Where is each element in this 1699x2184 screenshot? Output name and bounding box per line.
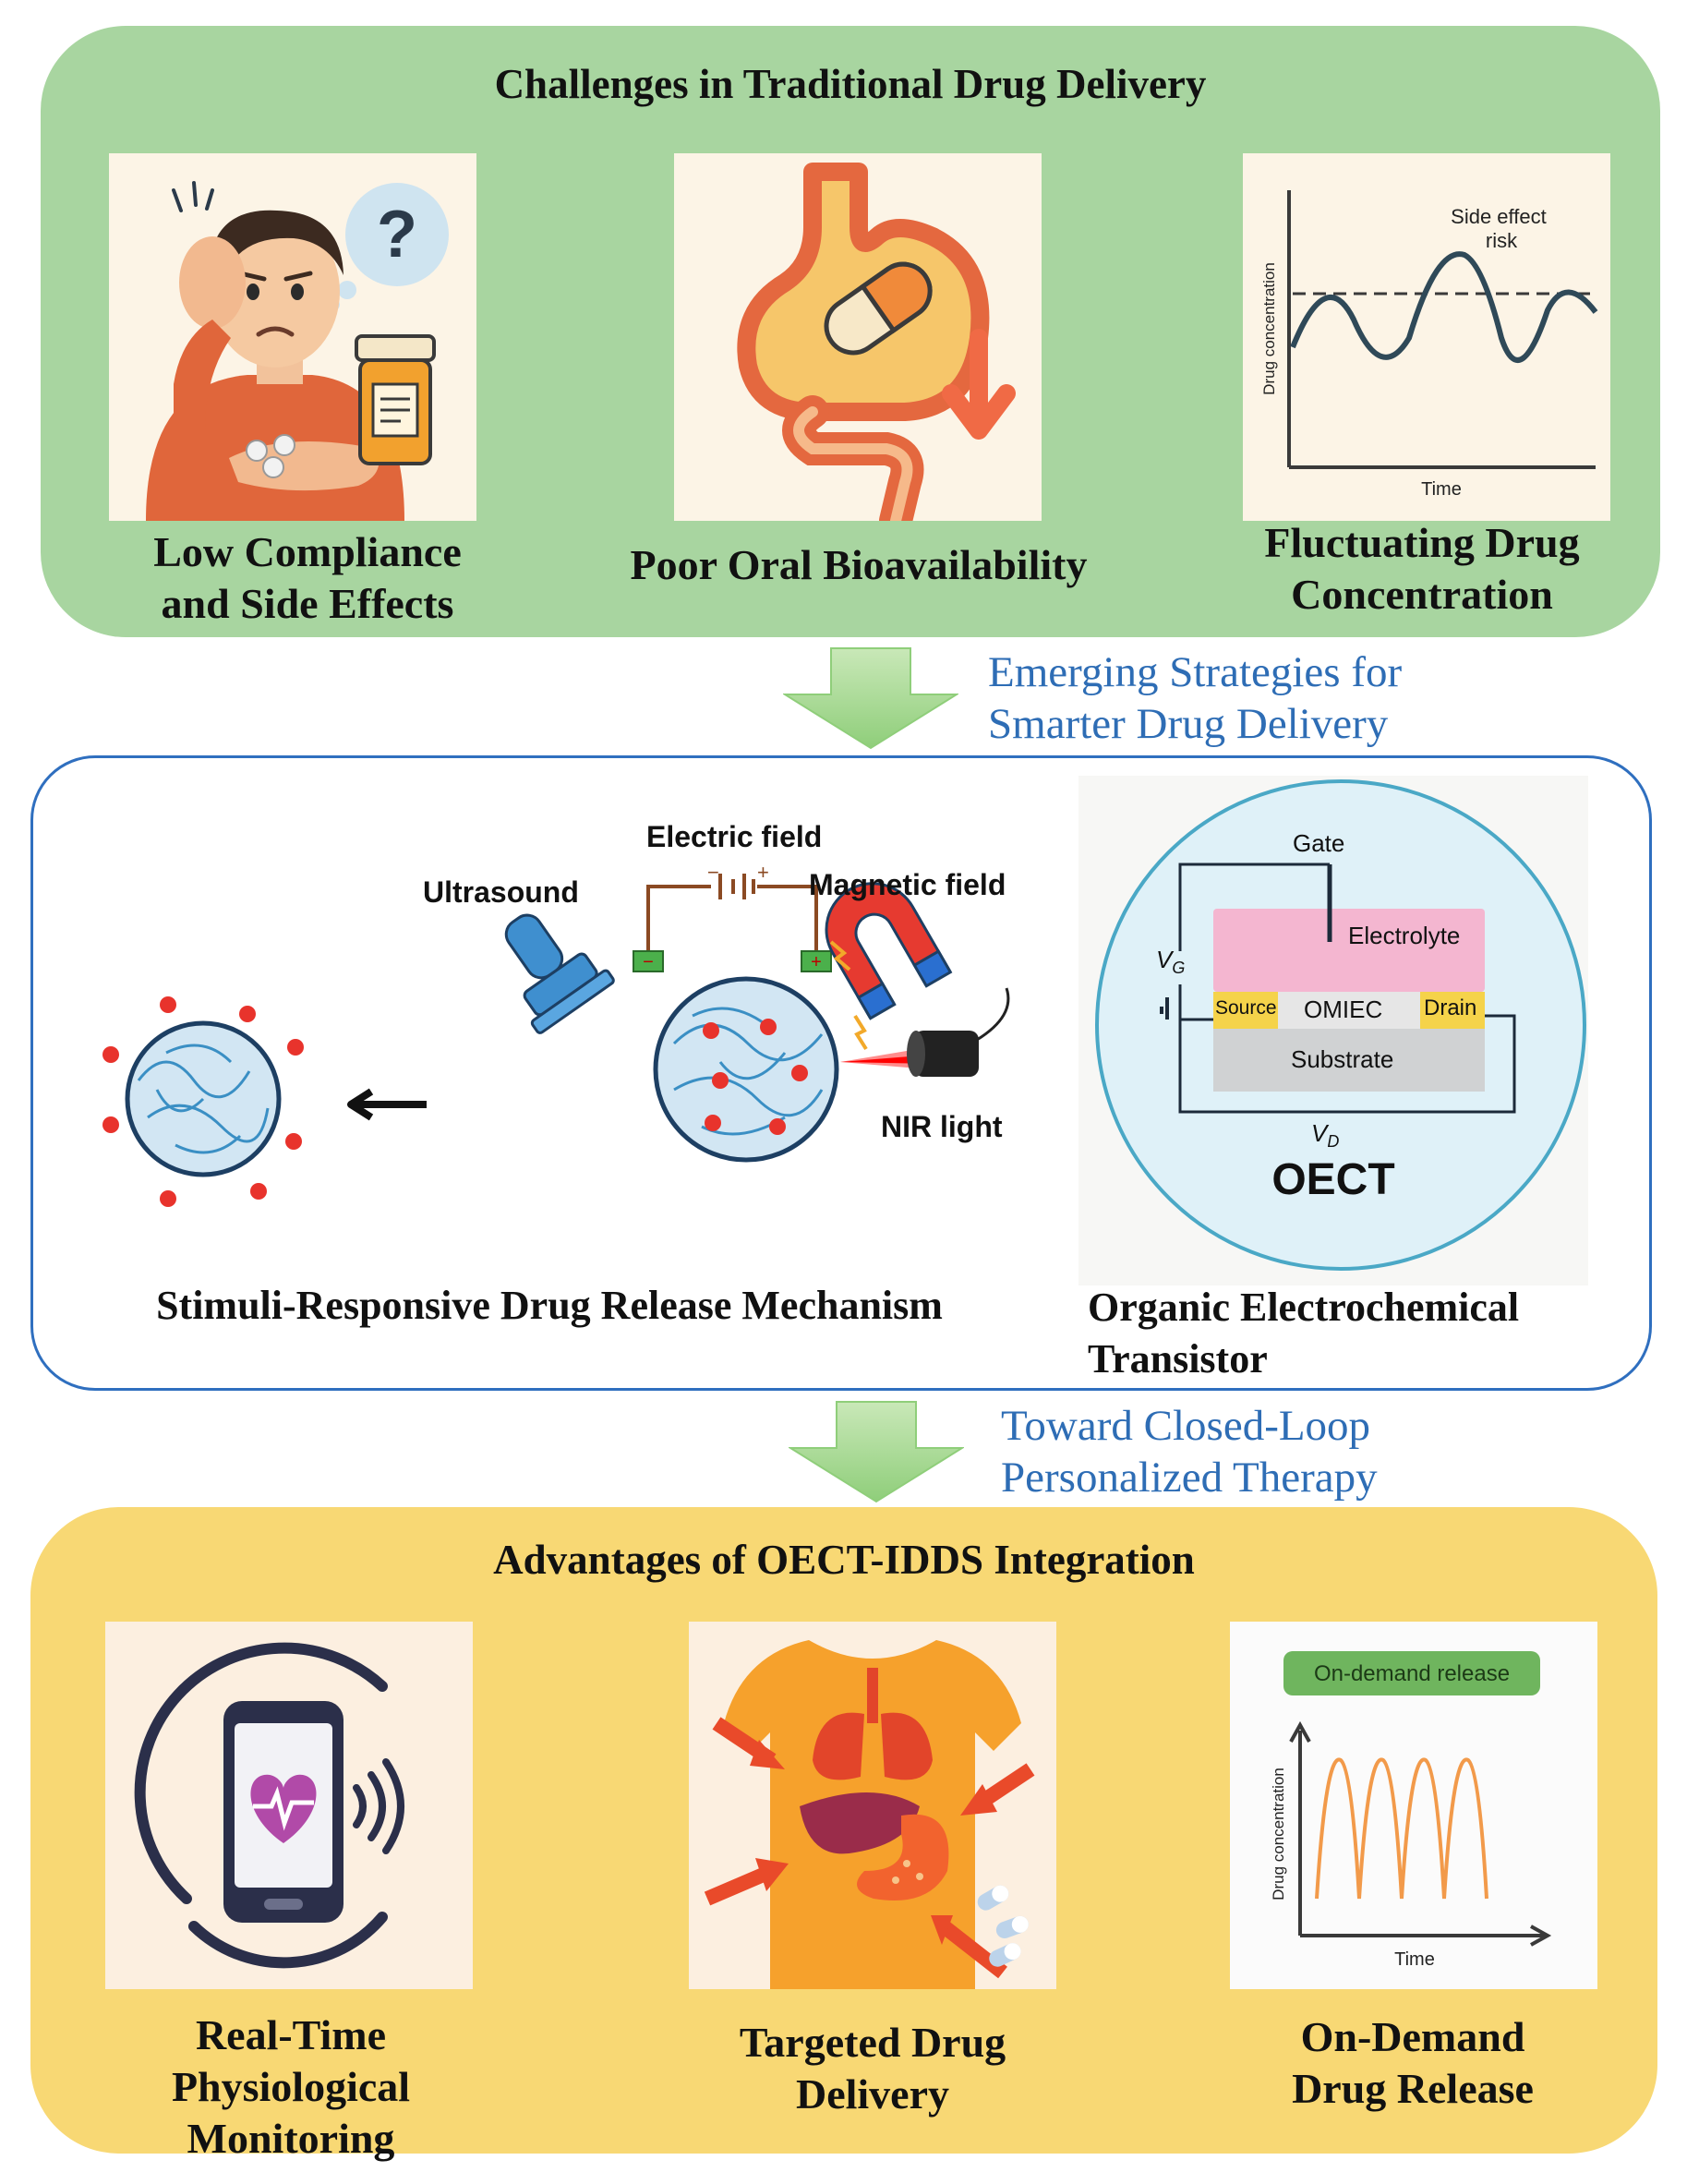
gate-label: Gate (1293, 829, 1345, 857)
caption-targeted: Targeted Drug Delivery (739, 2019, 1006, 2118)
omiec-label: OMIEC (1304, 995, 1383, 1023)
nir-light-label: NIR light (881, 1110, 1003, 1143)
emerging-strategies-text: Emerging Strategies for Smarter Drug Del… (988, 648, 1403, 748)
caption-low-compliance: Low Compliance and Side Effects (153, 528, 462, 627)
stimuli-caption: Stimuli-Responsive Drug Release Mechanis… (156, 1283, 943, 1328)
vg-subscript: G (1172, 959, 1186, 978)
side-effect-line2: risk (1486, 229, 1518, 252)
side-effect-label: Side effect risk (1451, 205, 1552, 252)
stimuli-illustration: − + − + (102, 861, 1010, 1207)
caption-fluctuating: Fluctuating Drug Concentration (1264, 519, 1580, 618)
ultrasound-label: Ultrasound (423, 875, 579, 909)
drain-label: Drain (1424, 995, 1477, 1020)
time-axis-label: Time (1421, 479, 1462, 500)
closed-loop-text: Toward Closed-Loop Personalized Therapy (1001, 1402, 1378, 1502)
patient-illustration: ? (109, 153, 476, 521)
down-arrow-2 (789, 1401, 964, 1503)
advantages-title: Advantages of OECT-IDDS Integration (493, 1537, 1195, 1583)
body-organs-illustration (689, 1622, 1056, 1989)
fluctuating-chart: Side effect risk Time Drug concentration (1243, 153, 1610, 521)
svg-text:?: ? (377, 198, 417, 271)
caption-poor-bioavailability: Poor Oral Bioavailability (630, 541, 1088, 588)
vg-label: VG (1156, 946, 1185, 978)
vd-subscript: D (1327, 1132, 1340, 1152)
svg-text:+: + (757, 861, 769, 884)
oect-title: OECT (1271, 1155, 1395, 1204)
stomach-illustration (674, 153, 1042, 521)
source-label: Source (1215, 997, 1277, 1019)
magnetic-field-label: Magnetic field (809, 868, 1006, 901)
vd-label: VD (1311, 1119, 1339, 1152)
time-axis-label-2: Time (1394, 1949, 1435, 1970)
substrate-label: Substrate (1291, 1045, 1394, 1073)
vg-symbol: V (1156, 946, 1173, 973)
vd-symbol: V (1311, 1119, 1328, 1147)
down-arrow-1 (783, 647, 958, 750)
challenges-title: Challenges in Traditional Drug Delivery (494, 61, 1207, 107)
svg-text:−: − (707, 861, 719, 884)
electrolyte-label: Electrolyte (1348, 922, 1461, 949)
drug-conc-axis-label: Drug concentration (1260, 262, 1278, 395)
svg-text:−: − (643, 952, 654, 972)
electric-field-label: Electric field (646, 820, 823, 853)
oect-caption: Organic Electrochemical Transistor (1088, 1285, 1520, 1382)
drug-conc-axis-label-2: Drug concentration (1270, 1768, 1287, 1900)
caption-monitoring: Real-Time Physiological Monitoring (171, 2011, 411, 2162)
phone-illustration (105, 1622, 473, 1989)
caption-on-demand: On-Demand Drug Release (1292, 2013, 1534, 2112)
on-demand-badge: On-demand release (1314, 1661, 1510, 1686)
on-demand-chart: On-demand release Time Drug concentratio… (1230, 1622, 1597, 1989)
oect-illustration: Gate Electrolyte Source OMIEC Drain Subs… (1078, 776, 1588, 1285)
svg-text:+: + (811, 952, 822, 972)
side-effect-line1: Side effect (1451, 205, 1547, 228)
